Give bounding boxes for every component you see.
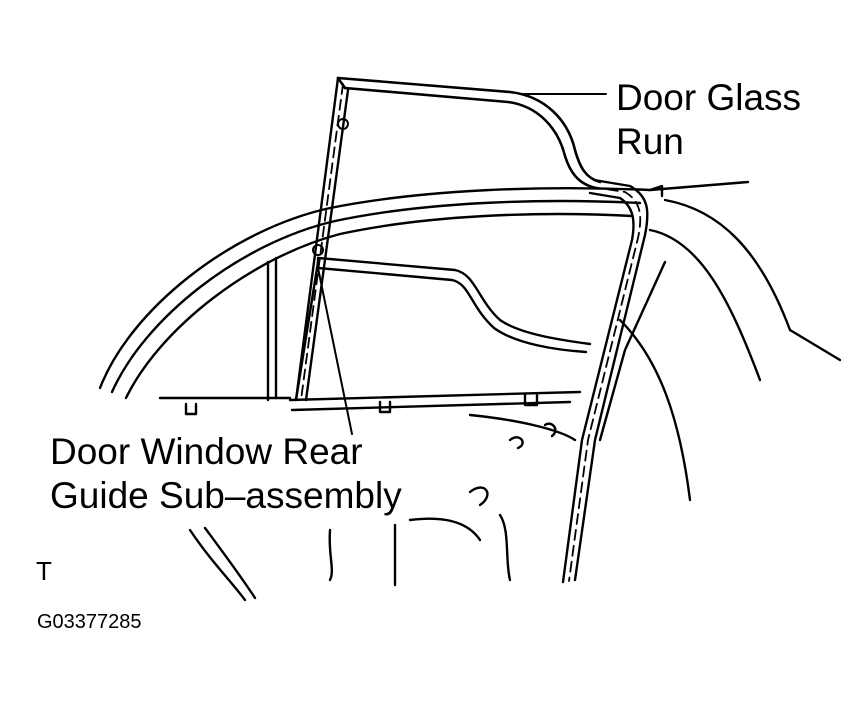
label-rear-guide: Door Window Rear Guide Sub–assembly	[50, 430, 402, 518]
leader-lines	[317, 93, 607, 435]
label-door-glass-run: Door Glass Run	[616, 76, 801, 164]
door-panel-lines	[188, 413, 577, 602]
label-rear-guide-line1: Door Window Rear	[50, 431, 363, 472]
leader-rear-guide	[317, 267, 353, 435]
inner-glass-outline	[294, 244, 592, 402]
figure-code: G03377285	[37, 611, 142, 633]
belt-line	[158, 390, 582, 416]
view-mark: T	[36, 556, 52, 586]
quarter-pillar	[266, 198, 842, 502]
door-glass-run	[336, 76, 602, 190]
label-door-glass-run-line2: Run	[616, 121, 684, 162]
label-rear-guide-line2: Guide Sub–assembly	[50, 475, 402, 516]
label-door-glass-run-line1: Door Glass	[616, 77, 802, 118]
roof-contour	[98, 180, 750, 400]
door-front-rail	[294, 76, 350, 402]
door-rear-frame	[561, 178, 667, 584]
